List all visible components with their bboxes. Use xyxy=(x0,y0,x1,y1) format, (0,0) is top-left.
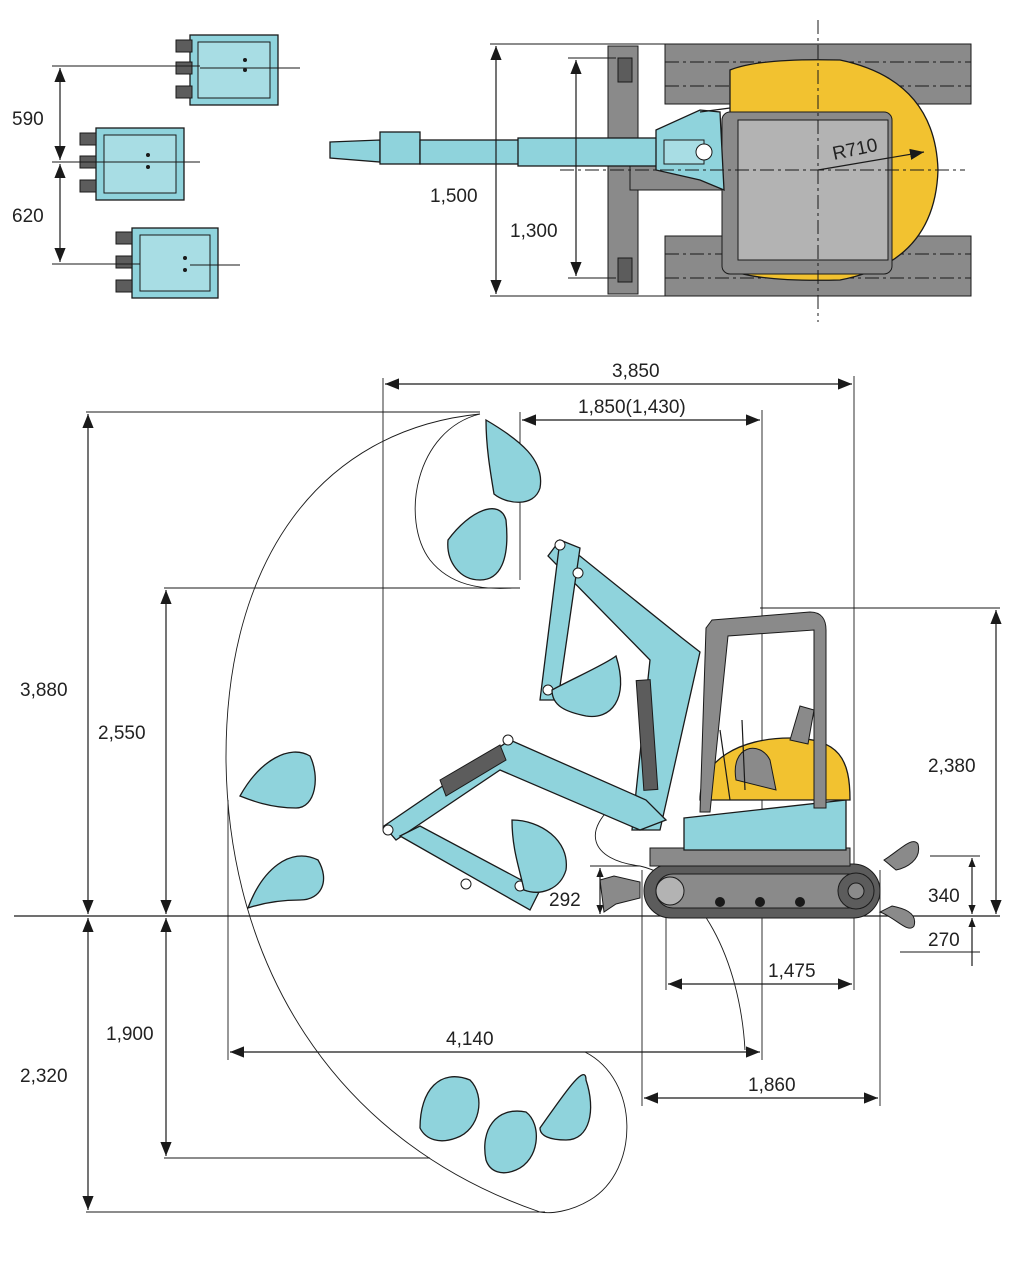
label-1475: 1,475 xyxy=(768,961,816,982)
bucket-position-top xyxy=(447,418,542,581)
label-2320: 2,320 xyxy=(20,1066,68,1087)
bucket-offset-views: 590 620 xyxy=(12,34,300,299)
label-1850: 1,850(1,430) xyxy=(578,397,686,418)
label-1900: 1,900 xyxy=(106,1024,154,1045)
upper-frame xyxy=(683,799,847,851)
label-2380: 2,380 xyxy=(928,756,976,777)
bucket-position-left xyxy=(239,751,325,910)
label-590: 590 xyxy=(12,109,44,130)
front-attachment-raised xyxy=(539,539,701,831)
bucket-raised-curl xyxy=(551,654,622,718)
label-3880: 3,880 xyxy=(20,680,68,701)
radius-line-r710 xyxy=(817,148,925,171)
label-270: 270 xyxy=(928,930,960,951)
label-2550: 2,550 xyxy=(98,723,146,744)
reach-envelope-outer xyxy=(225,413,541,1213)
label-1300: 1,300 xyxy=(510,221,558,242)
label-620: 620 xyxy=(12,206,44,227)
label-1860: 1,860 xyxy=(748,1075,796,1096)
label-4140: 4,140 xyxy=(446,1029,494,1050)
working-range-view: 3,850 1,850(1,430) 3,880 2,550 2,380 340… xyxy=(14,361,1002,1214)
bucket-position-bottom xyxy=(419,1073,592,1174)
plan-view: R710 1,500 1,300 xyxy=(329,20,972,322)
blade-positions xyxy=(878,841,920,929)
rops-canopy xyxy=(699,611,827,813)
label-1500: 1,500 xyxy=(430,186,478,207)
label-340: 340 xyxy=(928,886,960,907)
front-attachment-extended xyxy=(382,734,668,911)
excavator-side xyxy=(599,611,881,919)
label-3850: 3,850 xyxy=(612,361,660,382)
bucket-extended xyxy=(511,819,567,893)
bucket-top-view-left xyxy=(175,34,300,106)
bucket-top-view-right xyxy=(115,227,240,299)
dozer-blade xyxy=(599,875,641,913)
bucket-top-view-center xyxy=(70,127,200,201)
label-292: 292 xyxy=(549,890,581,911)
